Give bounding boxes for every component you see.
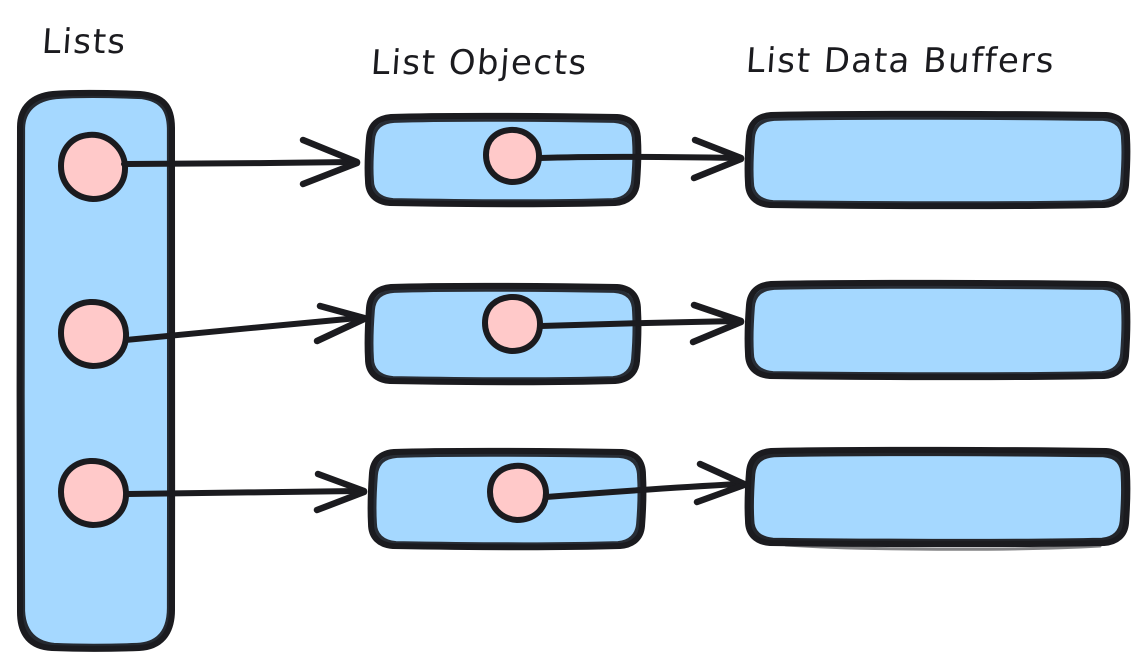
arrow-object-to-buffer-3[interactable] [543,460,748,506]
arrow-list-to-object-3-head-upper [314,470,368,495]
list-data-buffer-3-fill [749,451,1126,542]
list-data-buffer-3[interactable] [744,446,1131,551]
list-data-buffer-3-outline-2 [749,451,1126,544]
list-pointer-1-fill [62,135,124,197]
list-data-buffer-3-outline [744,446,1131,548]
arrow-list-to-object-3-head-lower [313,488,368,514]
arrow-object-to-buffer-3-head-upper [696,460,748,488]
lists-container-fill [20,94,172,648]
list-pointer-3[interactable] [58,457,129,528]
list-object-1-outline-2 [369,117,637,204]
list-object-3[interactable] [367,447,647,551]
list-object-2[interactable] [364,282,642,386]
list-pointer-2-fill [62,302,124,364]
buffer-pointer-3-outline [487,462,549,523]
list-object-2-outline [364,282,642,386]
list-data-buffer-2[interactable] [744,279,1131,381]
list-data-buffer-1-outline-2 [749,115,1126,206]
list-data-buffer-2-outline [744,279,1131,381]
buffer-pointer-1[interactable] [483,126,542,185]
list-pointer-2[interactable] [58,298,129,369]
list-data-buffer-1-outline [744,110,1131,210]
lists-container-outline-2 [20,93,172,648]
list-data-buffer-2-fill [749,284,1126,375]
list-object-1-outline [364,112,642,208]
arrow-list-to-object-2-shaft [123,315,361,343]
list-pointer-3-outline [58,457,129,528]
arrow-list-to-object-1[interactable] [121,136,361,188]
list-data-buffer-1-fill [749,115,1126,204]
arrow-object-to-buffer-2-head-upper [690,301,745,325]
arrow-object-to-buffer-3-shaft [543,481,742,500]
arrow-object-to-buffer-2-shaft [538,318,740,329]
buffer-pointer-3-fill [493,466,545,518]
arrow-list-to-object-2-head-lower [313,315,368,345]
arrow-list-to-object-2[interactable] [123,302,368,345]
list-pointer-1[interactable] [58,131,128,202]
buffer-pointer-2[interactable] [482,293,543,354]
arrow-list-to-object-3-shaft [125,488,361,497]
list-data-buffer-2-outline-2 [749,284,1126,377]
arrow-list-to-object-3[interactable] [125,470,368,514]
list-object-1[interactable] [364,112,642,208]
arrow-object-to-buffer-2-head-lower [689,318,745,346]
arrow-object-to-buffer-1[interactable] [537,136,745,182]
buffer-pointer-1-outline [483,126,542,185]
buffer-pointer-1-fill [488,130,538,180]
arrow-list-to-object-1-shaft [121,159,355,167]
list-pointer-2-outline [58,298,129,369]
arrow-list-to-object-1-head-lower [299,159,361,188]
list-pointer-3-fill [62,461,124,523]
arrow-list-to-object-1-head-upper [299,136,361,166]
list-data-buffer-1[interactable] [744,110,1131,210]
buffer-pointer-3[interactable] [487,462,549,523]
arrow-list-to-object-2-head-upper [316,302,368,322]
arrow-object-to-buffer-2[interactable] [538,301,745,346]
lists-container-outline [16,89,176,652]
lists-container[interactable] [16,89,176,652]
buffer-pointer-2-fill [487,297,539,349]
arrow-object-to-buffer-1-shaft [537,153,740,161]
arrow-object-to-buffer-1-head-upper [691,136,745,162]
buffer-pointer-2-outline [482,293,543,354]
list-data-buffer-3-extra-stroke [784,543,1102,551]
list-object-2-outline-2 [369,287,637,382]
list-object-3-outline [367,447,647,551]
arrow-object-to-buffer-1-head-lower [690,155,745,182]
list-pointer-1-outline [58,131,128,202]
list-object-3-outline-2 [372,452,642,547]
arrow-object-to-buffer-3-head-lower [693,481,748,506]
